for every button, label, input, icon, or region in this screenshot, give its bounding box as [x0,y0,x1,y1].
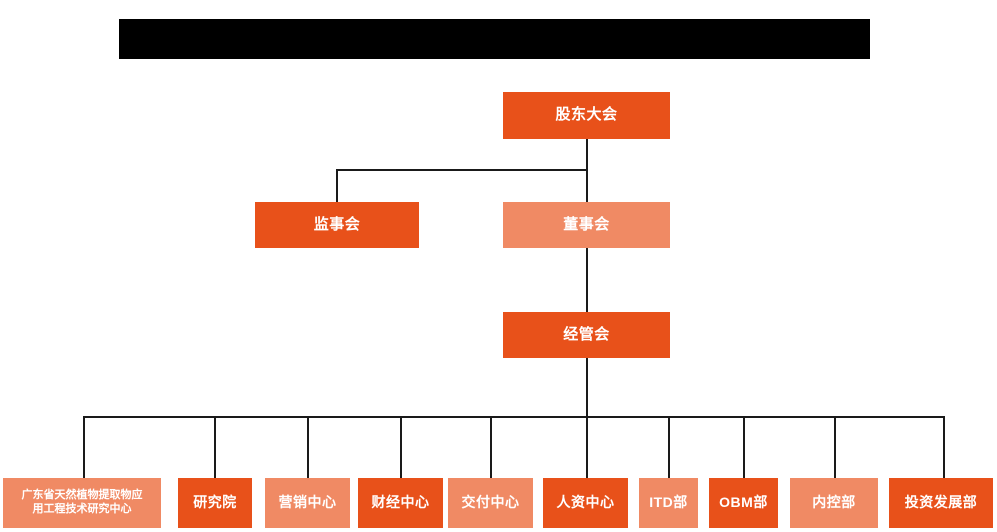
connector-drop-4 [400,416,402,478]
research-center-line-1: 广东省天然植物提取物应 [21,489,143,502]
connector-drop-6 [586,416,588,478]
connector-drop-3 [307,416,309,478]
org-node-itd-department[interactable]: ITD部 [639,478,698,528]
connector-directors-to-management [586,241,588,312]
org-node-management-committee[interactable]: 经管会 [503,312,670,358]
connector-drop-9 [834,416,836,478]
org-node-board-of-supervisors[interactable]: 监事会 [255,202,419,248]
org-node-obm-department[interactable]: OBM部 [709,478,778,528]
org-node-board-of-directors[interactable]: 董事会 [503,202,670,248]
research-center-line-2: 用工程技术研究中心 [32,503,132,515]
connector-drop-8 [743,416,745,478]
connector-drop-2 [214,416,216,478]
org-node-guangdong-research-center[interactable]: 广东省天然植物提取物应 用工程技术研究中心 [3,478,161,528]
org-node-internal-control-department[interactable]: 内控部 [790,478,878,528]
org-node-hr-center[interactable]: 人资中心 [543,478,628,528]
org-node-finance-center[interactable]: 财经中心 [358,478,443,528]
connector-directors-down [586,169,588,202]
connector-level2-bus [336,169,588,171]
redacted-title-bar [119,19,870,59]
org-node-investment-development-department[interactable]: 投资发展部 [889,478,993,528]
org-node-shareholders-meeting[interactable]: 股东大会 [503,92,670,139]
connector-management-down [586,357,588,417]
connector-department-bus [83,416,943,418]
org-node-marketing-center[interactable]: 营销中心 [265,478,350,528]
connector-supervisors-down [336,169,338,202]
connector-drop-1 [83,416,85,478]
org-node-research-institute[interactable]: 研究院 [178,478,252,528]
connector-drop-7 [668,416,670,478]
connector-drop-10 [943,416,945,478]
org-node-delivery-center[interactable]: 交付中心 [448,478,533,528]
connector-shareholders-down [586,138,588,170]
connector-drop-5 [490,416,492,478]
